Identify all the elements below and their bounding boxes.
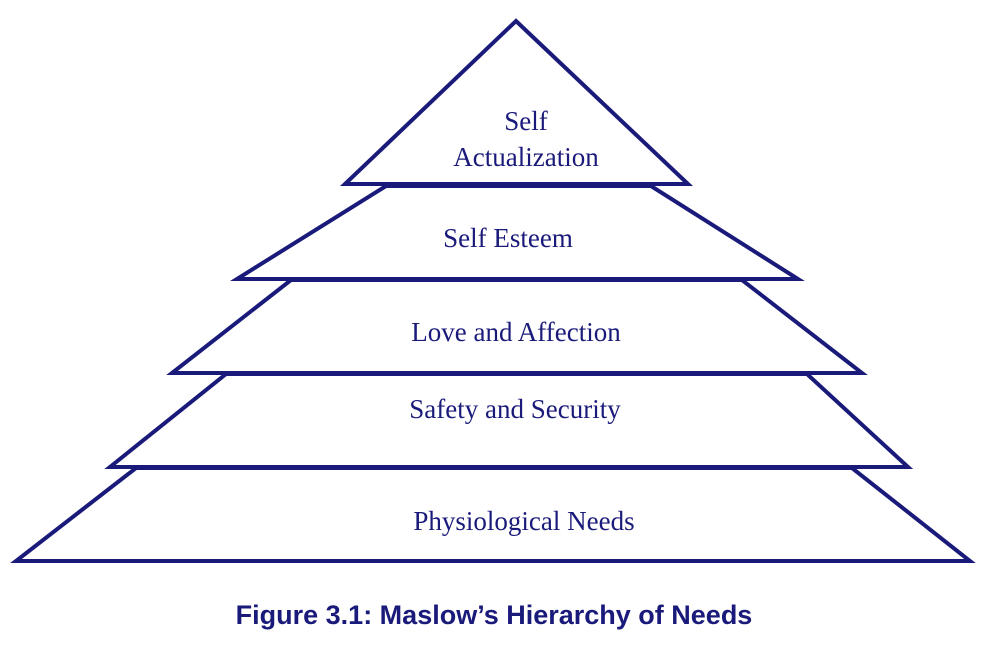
tier-label: Love and Affection: [411, 317, 621, 347]
tier-self-esteem: Self Esteem: [230, 184, 805, 281]
tier-label-line-2: Actualization: [453, 142, 599, 172]
figure-caption: Figure 3.1: Maslow’s Hierarchy of Needs: [235, 600, 753, 630]
tier-self-actualization: Self Actualization: [340, 18, 694, 186]
tier-love-and-affection: Love and Affection: [166, 278, 868, 375]
tier-label: Physiological Needs: [413, 506, 634, 536]
tier-shape: [340, 18, 694, 186]
tier-label-line-1: Self: [504, 106, 548, 136]
tier-label: Self Esteem: [443, 223, 573, 253]
tier-physiological-needs: Physiological Needs: [10, 466, 976, 563]
tier-safety-and-security: Safety and Security: [104, 372, 914, 469]
tier-label: Safety and Security: [409, 394, 621, 424]
